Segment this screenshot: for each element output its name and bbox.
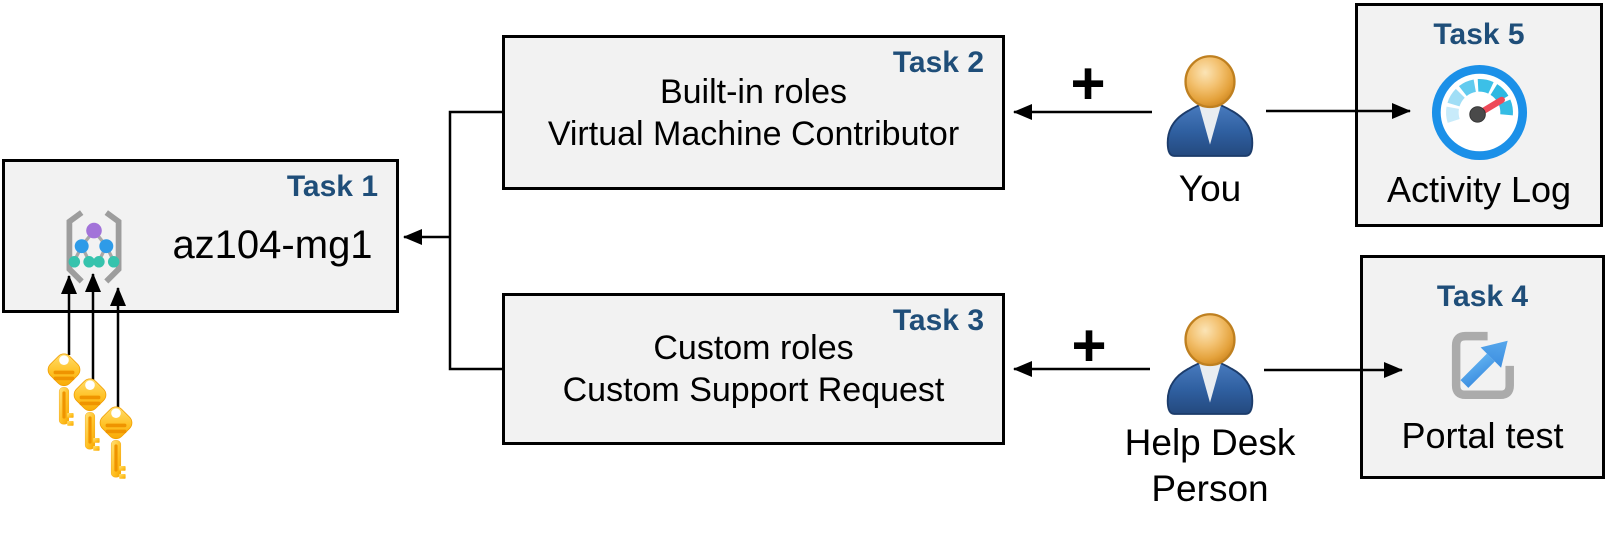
you-label: You [1178, 168, 1242, 209]
task2-label: Task 2 [892, 46, 984, 79]
task4-caption: Portal test [1401, 415, 1564, 456]
task5-caption: Activity Log [1386, 169, 1572, 210]
management-group-name: az104-mg1 [172, 223, 373, 267]
you-person-icon [1166, 55, 1254, 158]
task3-line-1: Custom roles [653, 329, 854, 367]
task1-label: Task 1 [286, 170, 378, 203]
task3-box: Task 3 Custom roles Custom Support Reque… [502, 293, 1005, 445]
access-keys-icon [44, 350, 136, 480]
help-desk-label-line2: Person [1151, 468, 1269, 509]
elbow-connector [448, 110, 502, 371]
task5-label: Task 5 [1433, 18, 1525, 51]
task4-box: Task 4 Portal test [1360, 255, 1605, 479]
help-desk-actor: Help Desk Person [1110, 312, 1310, 512]
plus-sign-bottom: + [1071, 312, 1107, 379]
help-desk-person-icon [1166, 313, 1254, 416]
task3-label: Task 3 [892, 304, 984, 337]
management-group-icon [66, 210, 122, 284]
task4-label: Task 4 [1436, 280, 1529, 313]
external-link-icon [1451, 331, 1514, 400]
task2-line-1: Built-in roles [659, 72, 848, 111]
task5-box: Task 5 Activity Log [1355, 3, 1603, 227]
task2-line-2: Virtual Machine Contributor [547, 114, 960, 153]
task3-line-2: Custom Support Request [562, 371, 945, 409]
plus-sign-top: + [1070, 50, 1106, 117]
help-desk-label-line1: Help Desk [1124, 422, 1296, 463]
activity-log-gauge-icon [1431, 64, 1527, 161]
you-actor: You [1110, 54, 1310, 211]
task2-box: Task 2 Built-in roles Virtual Machine Co… [502, 35, 1005, 190]
